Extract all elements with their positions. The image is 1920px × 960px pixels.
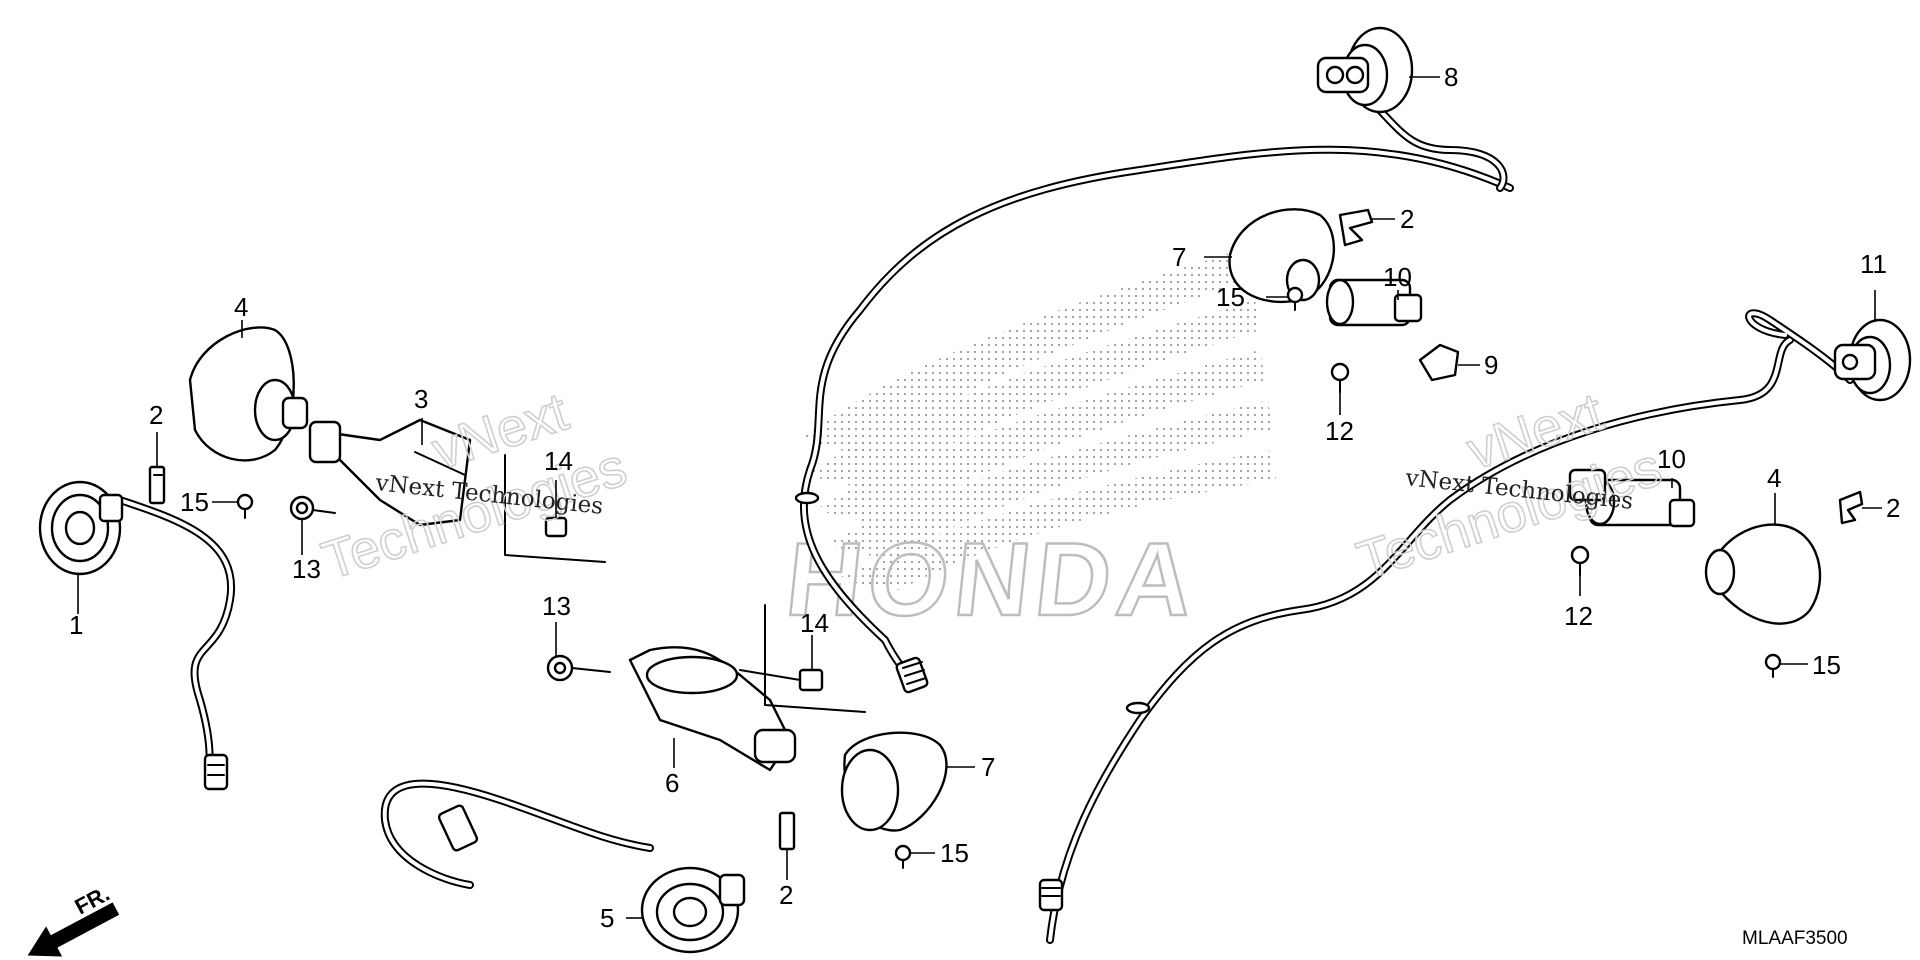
part-2-clip-left: [148, 465, 166, 505]
callout-12: 12: [1325, 416, 1354, 446]
callout-6: 6: [665, 768, 679, 798]
part-7-lens-center: [840, 731, 948, 832]
connector-part-8: [1316, 26, 1508, 192]
honda-wing-logo: HONDA: [780, 250, 1276, 639]
part-2-clip-upper: [1338, 208, 1374, 247]
callout-15: 15: [180, 487, 209, 517]
callout-5: 5: [600, 903, 614, 933]
callout-4: 4: [234, 292, 248, 322]
part-13-bolt-center: [546, 654, 611, 682]
part-15-screw-right: [1764, 653, 1782, 678]
leader-lines: [77, 76, 1882, 919]
callout-2: 2: [779, 880, 793, 910]
part-6-bracket-center: [628, 646, 801, 772]
part-2-clip-center: [778, 811, 796, 851]
callout-8: 8: [1444, 62, 1458, 92]
callout-1: 1: [69, 610, 83, 640]
front-direction-arrow: FR.: [27, 881, 120, 957]
harness-center: [794, 145, 1514, 694]
part-10-socket-upper: [1325, 278, 1423, 327]
honda-logo-text: HONDA: [781, 522, 1204, 638]
part-12-screw-right: [1570, 545, 1590, 576]
part-5-rear-lamp: [380, 779, 746, 954]
harness-right: [1038, 309, 1912, 944]
part-15-screw-center: [894, 844, 912, 869]
part-13-bolt-left: [289, 495, 336, 521]
part-9-bulb-holder: [1418, 343, 1460, 382]
callout-3: 3: [414, 384, 428, 414]
callout-15: 15: [940, 838, 969, 868]
callout-2: 2: [1886, 493, 1900, 523]
callout-10: 10: [1657, 444, 1686, 474]
callouts: 1 2 2 2 2 3 4 4 5 6 7 7 8 9 10 10 11 12 …: [69, 62, 1900, 933]
part-2-clip-right: [1838, 490, 1864, 525]
part-4-lens-right: [1704, 523, 1822, 625]
watermark-right: vNext Technologies vNext Technologies: [1349, 381, 1669, 592]
callout-2: 2: [149, 400, 163, 430]
callout-14: 14: [544, 446, 573, 476]
part-15-screw-upper: [1286, 286, 1304, 311]
callout-15: 15: [1812, 650, 1841, 680]
callout-9: 9: [1484, 350, 1498, 380]
callout-7: 7: [1172, 242, 1186, 272]
callout-15: 15: [1216, 282, 1245, 312]
drawing-code: MLAAF3500: [1742, 928, 1848, 949]
part-7-lens-upper: [1228, 208, 1335, 304]
part-15-screw-left: [236, 493, 254, 519]
part-1-front-lamp: [38, 480, 236, 791]
callout-12: 12: [1564, 601, 1593, 631]
callout-13: 13: [292, 554, 321, 584]
part-4-lens-left: [188, 326, 309, 462]
callout-2: 2: [1400, 204, 1414, 234]
callout-11: 11: [1860, 249, 1887, 279]
callout-4: 4: [1767, 463, 1781, 493]
callout-14: 14: [800, 608, 829, 638]
part-3-bracket-left: [308, 418, 606, 563]
callout-7: 7: [981, 752, 995, 782]
part-14-nut-center: [764, 604, 866, 713]
part-12-screw-upper: [1330, 362, 1350, 393]
callout-13: 13: [542, 591, 571, 621]
callout-10: 10: [1383, 262, 1412, 292]
part-10-socket-right: [1568, 468, 1696, 528]
